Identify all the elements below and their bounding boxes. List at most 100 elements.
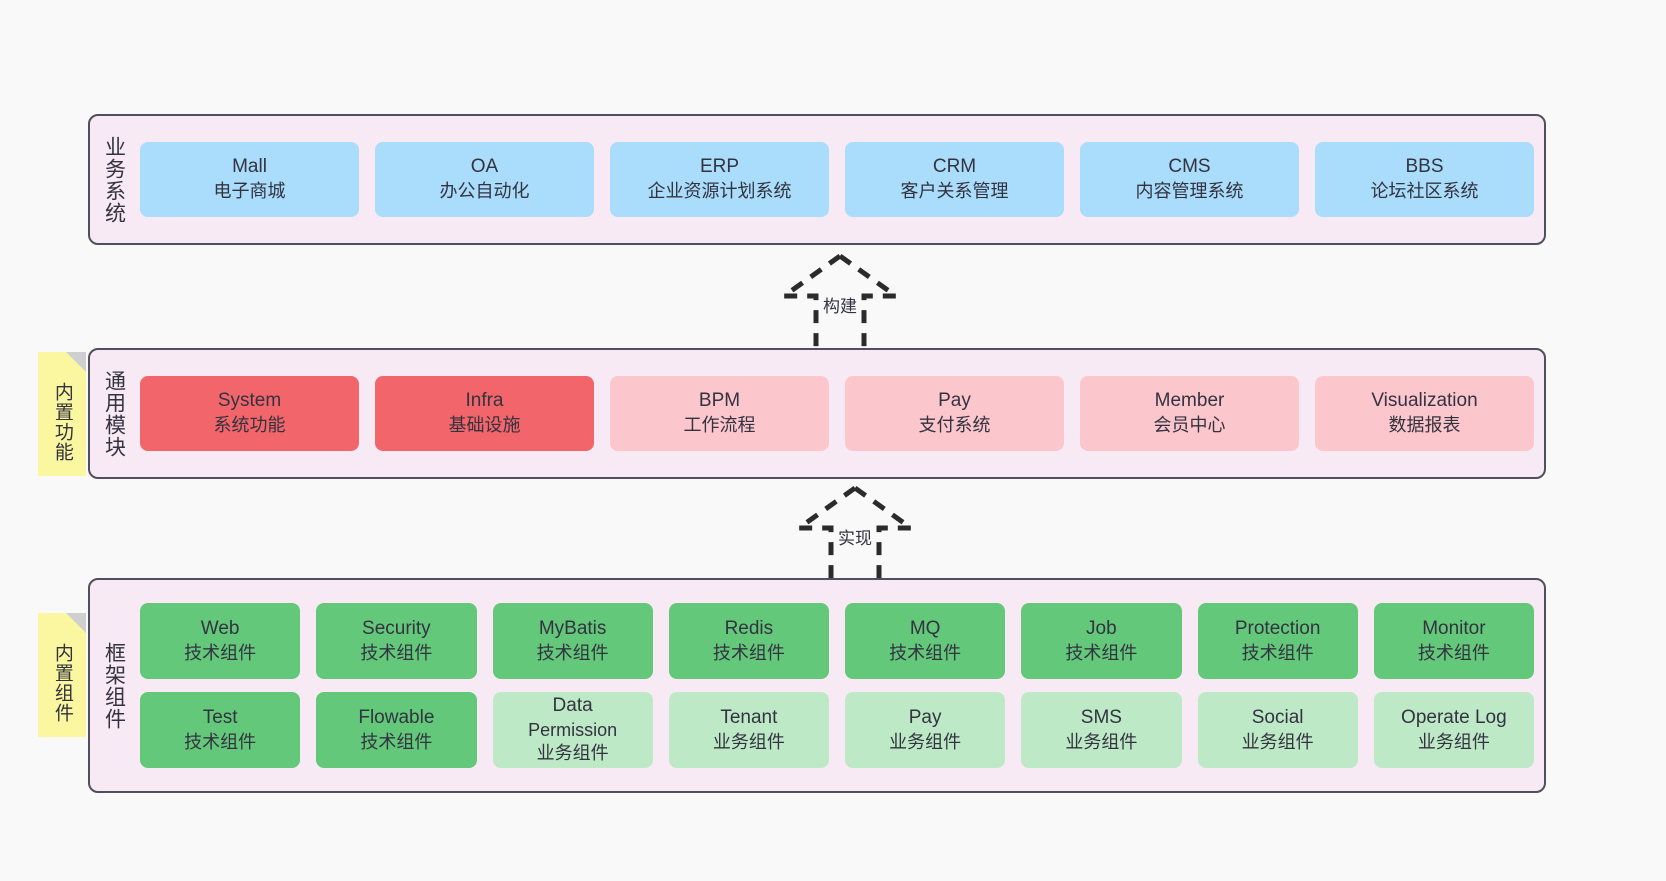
module-card-subtitle: 技术组件	[184, 731, 257, 752]
module-card-system[interactable]: System 系统功能	[140, 376, 359, 451]
module-card-subtitle: 企业资源计划系统	[647, 181, 792, 202]
module-card-subtitle: 工作流程	[683, 415, 756, 436]
module-card-title: Visualization	[1371, 390, 1478, 412]
module-card-title: System	[217, 390, 282, 412]
module-card-title: Redis	[724, 617, 774, 639]
module-card-subtitle: 业务组件	[1065, 731, 1138, 752]
sticky-note-builtin-function-label: 内置功能	[51, 382, 73, 462]
layer-label-business-system: 业务系统	[102, 135, 126, 224]
module-card-title: BPM	[698, 390, 741, 412]
connector-build-arrow-icon	[776, 253, 904, 350]
module-card-title: MQ	[909, 617, 941, 639]
module-card-subtitle: 技术组件	[1417, 642, 1490, 663]
layer-label-framework-component: 框架组件	[102, 641, 126, 730]
module-card-title: Flowable	[358, 706, 435, 728]
module-card-subtitle: 支付系统	[918, 415, 991, 436]
module-card-title: MyBatis	[538, 617, 607, 639]
module-card-mall[interactable]: Mall 电子商城	[140, 142, 359, 217]
module-card-mq[interactable]: MQ 技术组件	[845, 603, 1006, 679]
module-card-bpm[interactable]: BPM 工作流程	[610, 376, 829, 451]
module-card-subtitle: 技术组件	[1065, 642, 1138, 663]
module-card-title: Data	[552, 695, 593, 717]
module-card-title: Member	[1154, 390, 1225, 412]
module-card-subtitle: 会员中心	[1153, 415, 1226, 436]
module-card-visualization[interactable]: Visualization 数据报表	[1315, 376, 1534, 451]
module-card-subtitle: 技术组件	[712, 642, 785, 663]
module-card-mybatis[interactable]: MyBatis 技术组件	[492, 603, 653, 679]
module-card-redis[interactable]: Redis 技术组件	[668, 603, 829, 679]
sticky-note-builtin-component: 内置组件	[38, 613, 86, 737]
connector-realize: 实现	[775, 482, 935, 582]
connector-build-label: 构建	[823, 297, 857, 316]
module-card-sms[interactable]: SMS 业务组件	[1021, 692, 1182, 768]
module-card-title-line2: Permission	[528, 719, 618, 740]
module-card-social[interactable]: Social 业务组件	[1197, 692, 1358, 768]
module-card-monitor[interactable]: Monitor 技术组件	[1373, 603, 1534, 679]
module-card-title: Infra	[465, 390, 504, 412]
module-card-title: Pay	[938, 390, 971, 412]
module-card-subtitle: 系统功能	[213, 415, 286, 436]
module-card-subtitle: 技术组件	[1241, 642, 1314, 663]
module-card-oa[interactable]: OA 办公自动化	[375, 142, 594, 217]
module-card-erp[interactable]: ERP 企业资源计划系统	[610, 142, 829, 217]
sticky-note-builtin-component-label: 内置组件	[51, 643, 73, 723]
module-card-subtitle: 技术组件	[536, 642, 609, 663]
module-card-subtitle: 办公自动化	[439, 181, 530, 202]
module-card-subtitle: 内容管理系统	[1135, 181, 1244, 202]
module-card-bbs[interactable]: BBS 论坛社区系统	[1315, 142, 1534, 217]
module-card-subtitle: 业务组件	[536, 743, 609, 764]
module-card-title: OA	[470, 156, 499, 178]
module-card-pay[interactable]: Pay 支付系统	[845, 376, 1064, 451]
module-card-title: Social	[1251, 706, 1304, 728]
module-card-subtitle: 数据报表	[1388, 415, 1461, 436]
module-card-subtitle: 业务组件	[712, 731, 785, 752]
module-card-job[interactable]: Job 技术组件	[1021, 603, 1182, 679]
module-card-subtitle: 技术组件	[360, 731, 433, 752]
module-card-title: Pay	[908, 706, 942, 728]
module-card-cms[interactable]: CMS 内容管理系统	[1080, 142, 1299, 217]
module-card-flowable[interactable]: Flowable 技术组件	[316, 692, 477, 768]
module-card-subtitle: 技术组件	[360, 642, 433, 663]
note-fold-corner-icon	[66, 613, 86, 633]
sticky-note-builtin-function: 内置功能	[38, 352, 86, 476]
connector-realize-label: 实现	[838, 529, 872, 548]
module-card-title: Web	[200, 617, 240, 639]
module-card-title: Security	[362, 617, 431, 639]
module-card-subtitle: 技术组件	[889, 642, 962, 663]
module-card-title: Mall	[232, 156, 267, 178]
module-card-title: ERP	[699, 156, 740, 178]
module-card-pay[interactable]: Pay 业务组件	[845, 692, 1006, 768]
module-card-subtitle: 业务组件	[1241, 731, 1314, 752]
module-card-security[interactable]: Security 技术组件	[316, 603, 477, 679]
module-card-subtitle: 客户关系管理	[900, 181, 1009, 202]
module-card-title: SMS	[1080, 706, 1122, 728]
module-card-web[interactable]: Web 技术组件	[140, 603, 301, 679]
module-card-member[interactable]: Member 会员中心	[1080, 376, 1299, 451]
module-card-title: BBS	[1405, 156, 1444, 178]
module-card-tenant[interactable]: Tenant 业务组件	[668, 692, 829, 768]
module-card-subtitle: 业务组件	[889, 731, 962, 752]
module-card-title: Tenant	[720, 706, 778, 728]
module-card-subtitle: 技术组件	[184, 642, 257, 663]
module-card-title: Job	[1086, 617, 1117, 639]
connector-realize-arrow-icon	[791, 485, 919, 582]
module-card-title: CMS	[1168, 156, 1211, 178]
module-card-subtitle: 论坛社区系统	[1370, 181, 1479, 202]
module-card-subtitle: 电子商城	[213, 181, 286, 202]
module-card-title: Monitor	[1422, 617, 1486, 639]
